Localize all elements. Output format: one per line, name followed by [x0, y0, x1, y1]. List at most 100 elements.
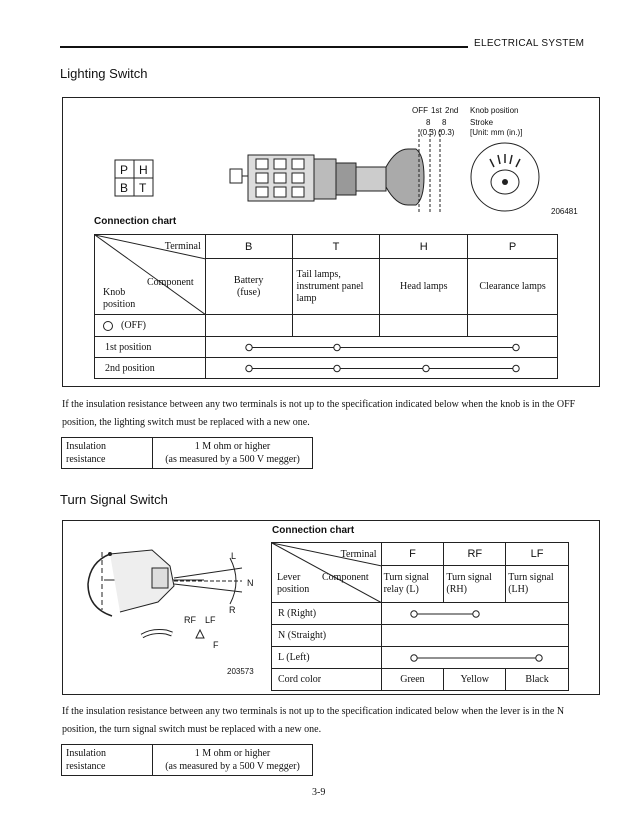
component-h: Head lamps: [379, 258, 469, 315]
terminal-h-header: H: [379, 234, 469, 259]
chart-corner-cell: Terminal Component Knob position: [94, 234, 206, 315]
lighting-insulation-table: Insulation resistance 1 M ohm or higher …: [61, 437, 313, 469]
lever-n-label: N: [247, 578, 254, 588]
lighting-connection-chart: Terminal Component Knob position B T H P…: [94, 234, 559, 379]
table-row: L (Left): [271, 646, 570, 669]
stroke-value-1: 8: [426, 118, 431, 127]
lighting-title: Lighting Switch: [60, 66, 148, 81]
row-label: 1st position: [94, 336, 206, 358]
knob-position-label: Knob position: [470, 106, 519, 115]
terminal-label-p: P: [120, 163, 129, 177]
insulation-value: 1 M ohm or higher (as measured by a 500 …: [152, 744, 313, 776]
connection-dot-t: [333, 343, 341, 352]
terminal-b-header: B: [204, 234, 293, 259]
insulation-label: Insulation resistance: [61, 744, 153, 776]
connection-line: [409, 610, 480, 618]
lever-l-label: L: [231, 551, 237, 561]
connection-dot-b: [245, 364, 253, 373]
figure-number: 206481: [551, 207, 578, 216]
table-row: 2nd position: [94, 357, 559, 379]
turn-signal-title: Turn Signal Switch: [60, 492, 168, 507]
header-rule: [60, 46, 468, 48]
terminal-label-b: B: [120, 181, 129, 195]
row-label: N (Straight): [271, 624, 382, 647]
pos-off-label: OFF: [412, 106, 428, 115]
insulation-value: 1 M ohm or higher (as measured by a 500 …: [152, 437, 313, 469]
section-header: ELECTRICAL SYSTEM: [474, 38, 585, 49]
component-lf: Turn signal (LH): [505, 565, 569, 603]
table-row: 1st position: [94, 336, 559, 358]
component-p: Clearance lamps: [467, 258, 558, 315]
connection-dot-t: [333, 364, 341, 373]
wire-rf-label: RF: [184, 615, 196, 625]
table-row: (OFF): [94, 314, 558, 337]
lighting-note: If the insulation resistance between any…: [62, 399, 576, 428]
chart-corner-cell: Terminal Component Lever position: [271, 542, 382, 603]
component-t: Tail lamps, instrument panel lamp: [291, 258, 381, 315]
corner-position: position: [277, 584, 310, 595]
lighting-panel: [62, 97, 600, 387]
connection-dot-f: [409, 610, 418, 618]
connection-dot-rf: [471, 610, 480, 618]
corner-component: Component: [147, 277, 194, 288]
connection-dot-p: [512, 364, 520, 373]
component-rf: Turn signal (RH): [443, 565, 507, 603]
lighting-chart-title: Connection chart: [94, 216, 177, 227]
terminal-label-h: H: [139, 163, 148, 177]
corner-terminal: Terminal: [340, 549, 377, 560]
terminal-lf-header: LF: [505, 542, 569, 566]
row-label: (OFF): [121, 320, 147, 331]
row-label: L (Left): [271, 646, 382, 669]
connection-line: [245, 343, 520, 352]
turn-signal-note: If the insulation resistance between any…: [62, 706, 565, 735]
terminal-rf-header: RF: [443, 542, 507, 566]
corner-knob: Knob: [103, 287, 126, 298]
terminal-t-header: T: [291, 234, 381, 259]
row-off: (OFF): [94, 314, 206, 337]
connection-line: [245, 364, 520, 373]
stroke-value-2: 8: [442, 118, 447, 127]
table-row: R (Right): [271, 602, 570, 625]
turn-signal-switch-drawing: [87, 549, 243, 639]
connection-dot-h: [422, 364, 430, 373]
connection-dot-f: [409, 654, 418, 662]
component-f: Turn signal relay (L): [380, 565, 445, 603]
cord-color-label: Cord color: [271, 668, 382, 691]
table-row: Cord color Green Yellow Black: [271, 668, 569, 691]
row-label: R (Right): [271, 602, 382, 625]
turn-chart-title: Connection chart: [272, 525, 355, 536]
unit-label: [Unit: mm (in.)]: [470, 128, 523, 137]
corner-lever: Lever: [277, 572, 301, 583]
wire-lf-label: LF: [205, 615, 216, 625]
turn-insulation-table: Insulation resistance 1 M ohm or higher …: [61, 744, 313, 776]
connection-dot-lf: [534, 654, 543, 662]
terminal-label-t: T: [139, 181, 147, 195]
pos-1st-label: 1st: [431, 106, 442, 115]
turn-signal-panel: [62, 520, 600, 695]
off-circle-icon: [103, 320, 113, 331]
lever-r-label: R: [229, 605, 236, 615]
insulation-label: Insulation resistance: [61, 437, 153, 469]
lighting-switch-drawing: [114, 129, 540, 212]
stroke-value-in-1: (0.3): [420, 128, 437, 137]
cord-color-rf: Yellow: [443, 668, 507, 691]
page-number: 3-9: [312, 787, 326, 798]
wire-f-label: F: [213, 640, 219, 650]
figure-number: 203573: [227, 667, 254, 676]
corner-terminal: Terminal: [164, 241, 201, 252]
stroke-label: Stroke: [470, 118, 494, 127]
stroke-value-in-2: (0.3): [438, 128, 455, 137]
component-b: Battery (fuse): [204, 258, 293, 315]
corner-component: Component: [322, 572, 369, 583]
connection-dot-b: [245, 343, 253, 352]
corner-position: position: [103, 299, 136, 310]
connection-dot-p: [512, 343, 520, 352]
terminal-f-header: F: [380, 542, 445, 566]
pos-2nd-label: 2nd: [445, 106, 459, 115]
connection-line: [409, 654, 543, 662]
terminal-p-header: P: [467, 234, 558, 259]
table-row: N (Straight): [271, 624, 570, 647]
cord-color-f: Green: [380, 668, 445, 691]
turn-connection-chart: Terminal Component Lever position F RF L…: [271, 542, 570, 691]
cord-color-lf: Black: [505, 668, 569, 691]
